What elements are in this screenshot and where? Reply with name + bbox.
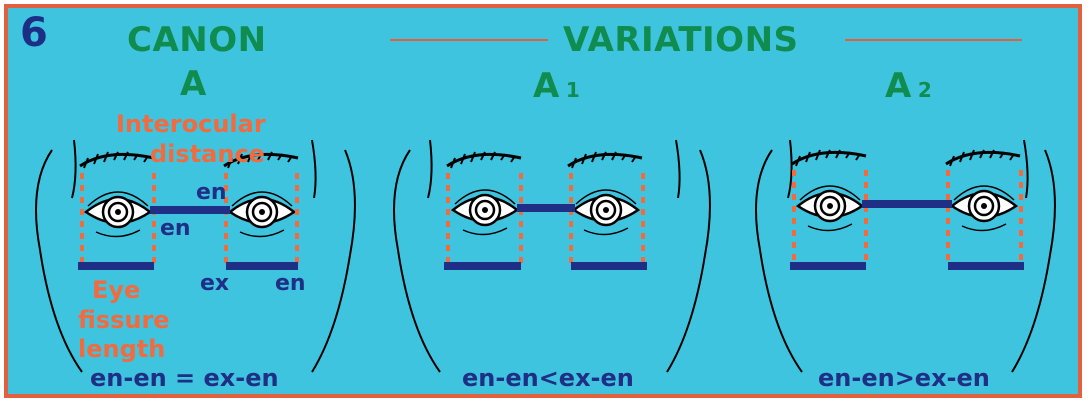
variation-a1-subscript: 1 [566,78,580,102]
ex-label: ex [200,271,229,296]
interocular-label-line2: distance [150,140,265,168]
interocular-label-line1: Interocular [116,110,266,138]
variation-a2-letter: A [885,66,912,106]
eye-fissure-label-line3: length [78,335,165,363]
variation-a2-subscript: 2 [918,78,932,102]
variations-title: VARIATIONS [563,20,799,60]
formula-a2: en-en>ex-en [818,364,990,392]
variation-a1-letter: A [533,66,560,106]
en-label-upper: en [196,180,227,205]
eye-fissure-label-line1: Eye [92,276,140,304]
en-label-lower: en [160,216,191,241]
en-label-right: en [275,271,306,296]
formula-a1: en-en<ex-en [462,364,634,392]
figure-number: 6 [20,10,48,56]
formula-canon: en-en = ex-en [90,364,279,392]
canon-label: A [180,64,207,104]
face-a2 [756,140,1055,372]
face-a1 [394,140,710,372]
eye-fissure-label-line2: fissure [78,306,170,334]
canon-title: CANON [127,20,267,60]
